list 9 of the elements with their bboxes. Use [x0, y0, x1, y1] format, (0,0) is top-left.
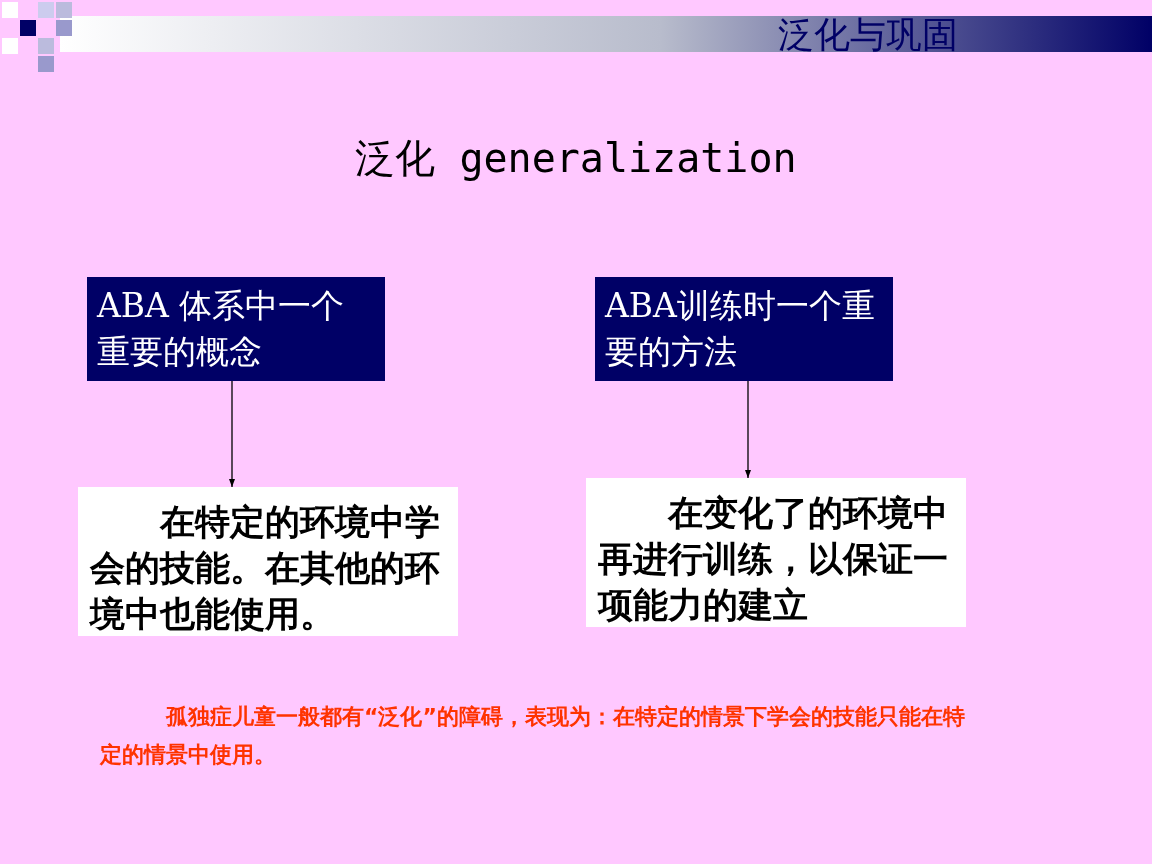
- note-text: 孤独症儿童一般都有“泛化”的障碍，表现为：在特定的情景下学会的技能只能在特定的情景中使用。: [100, 703, 966, 769]
- slide-title: 泛化 generalization: [354, 134, 798, 183]
- concept-box: ABA训练时一个重要的方法: [595, 277, 893, 381]
- banner-heading: 泛化与巩固: [778, 13, 958, 57]
- arrow: [229, 380, 235, 488]
- description-box: 在变化了的环境中再进行训练，以保证一项能力的建立: [586, 478, 966, 627]
- concept-box: ABA 体系中一个重要的概念: [87, 277, 385, 381]
- arrow: [745, 380, 751, 479]
- description-box: 在特定的环境中学会的技能。在其他的环境中也能使用。: [78, 487, 458, 636]
